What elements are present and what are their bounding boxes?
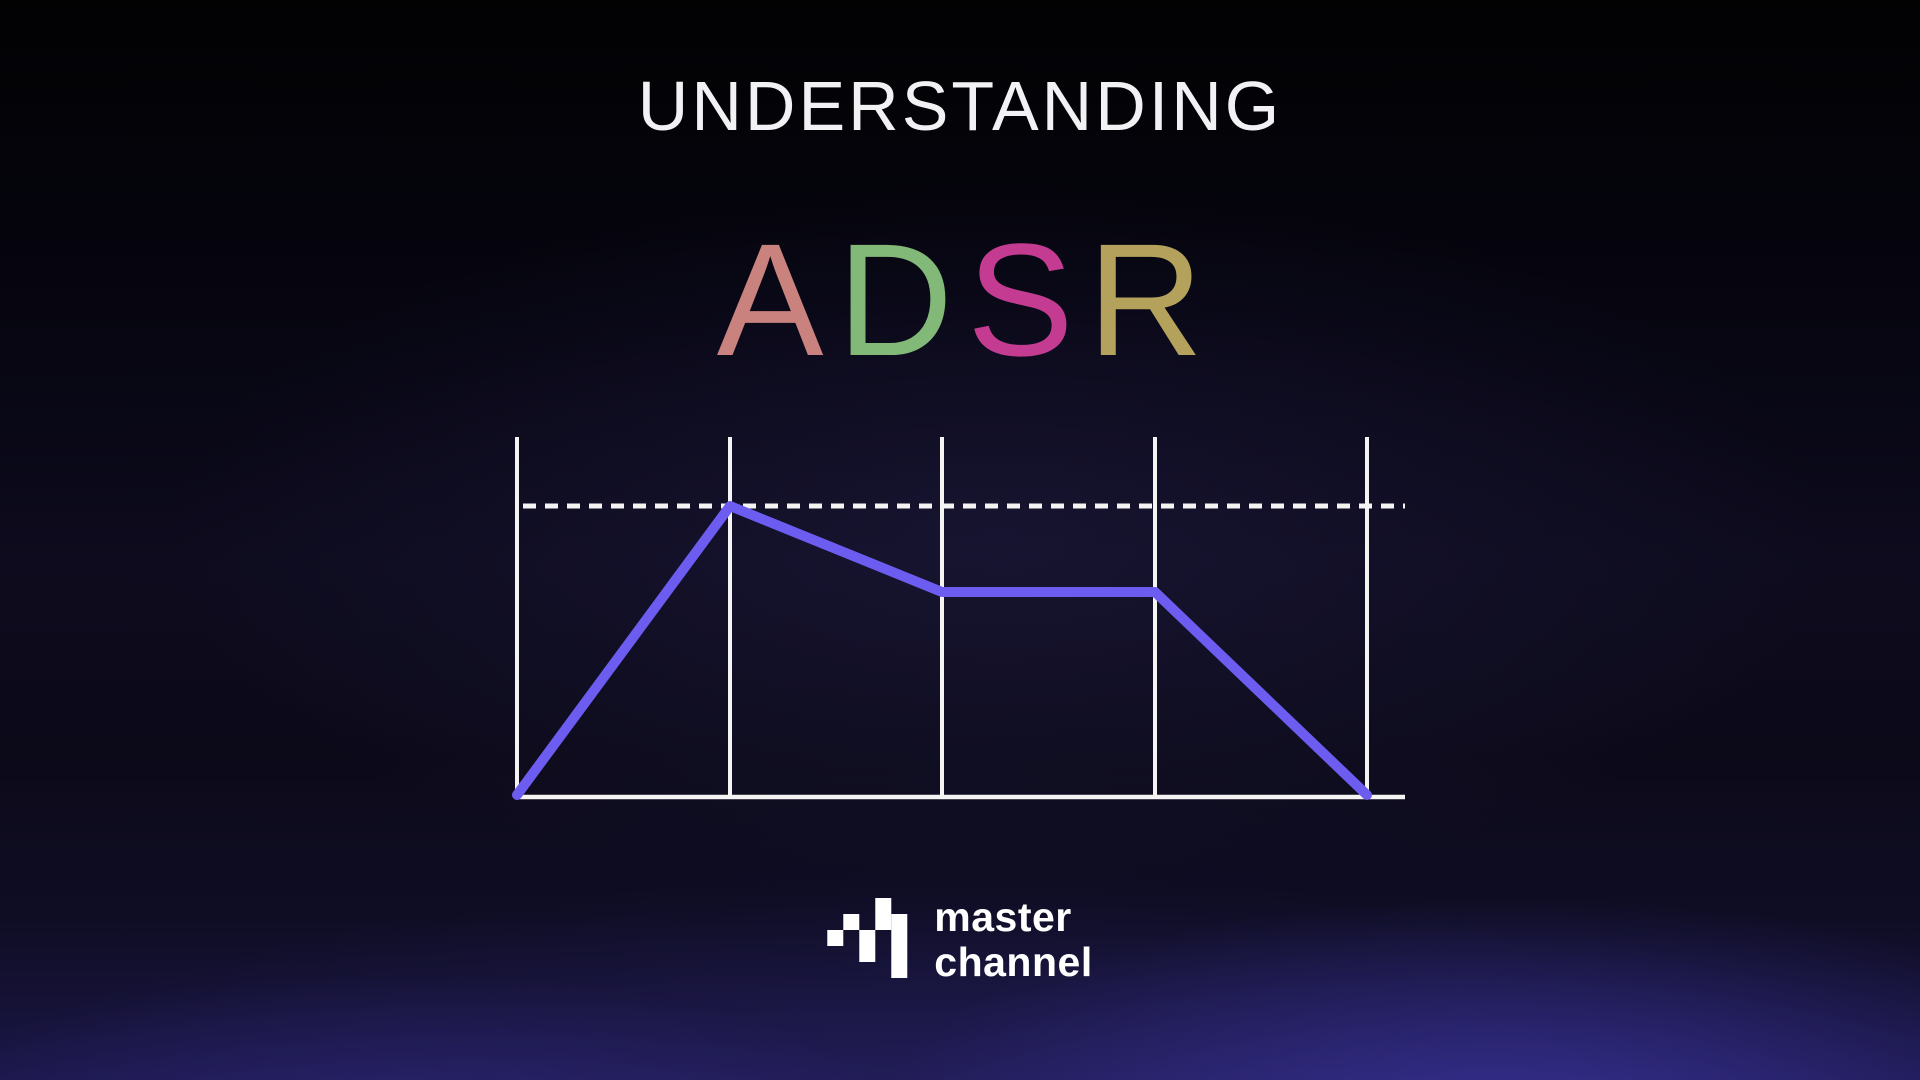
page-title: UNDERSTANDING	[637, 67, 1283, 145]
adsr-letter-release: R	[1087, 210, 1204, 389]
logo-pixel	[891, 930, 908, 946]
logo-pixel	[891, 946, 908, 962]
adsr-envelope-svg	[512, 437, 1405, 800]
logo-pixel	[843, 914, 860, 930]
wordmark-line-1: master	[934, 894, 1072, 940]
adsr-letter-sustain: S	[967, 210, 1074, 389]
logo-pixel	[827, 930, 844, 946]
master-channel-wordmark: master channel	[934, 895, 1092, 985]
logo-pixel	[875, 898, 892, 914]
logo-pixel	[891, 962, 908, 978]
adsr-letter-attack: A	[716, 210, 824, 389]
master-channel-pixel-icon	[827, 898, 908, 980]
adsr-diagram	[512, 435, 1407, 803]
envelope-line	[512, 501, 1372, 800]
logo-pixel	[859, 946, 876, 962]
logo-pixel	[891, 914, 908, 930]
logo-pixel	[875, 914, 892, 930]
master-channel-logo: master channel	[827, 893, 1092, 985]
logo-pixel	[859, 930, 876, 946]
adsr-letter-decay: D	[837, 210, 953, 389]
wordmark-line-2: channel	[934, 939, 1093, 985]
